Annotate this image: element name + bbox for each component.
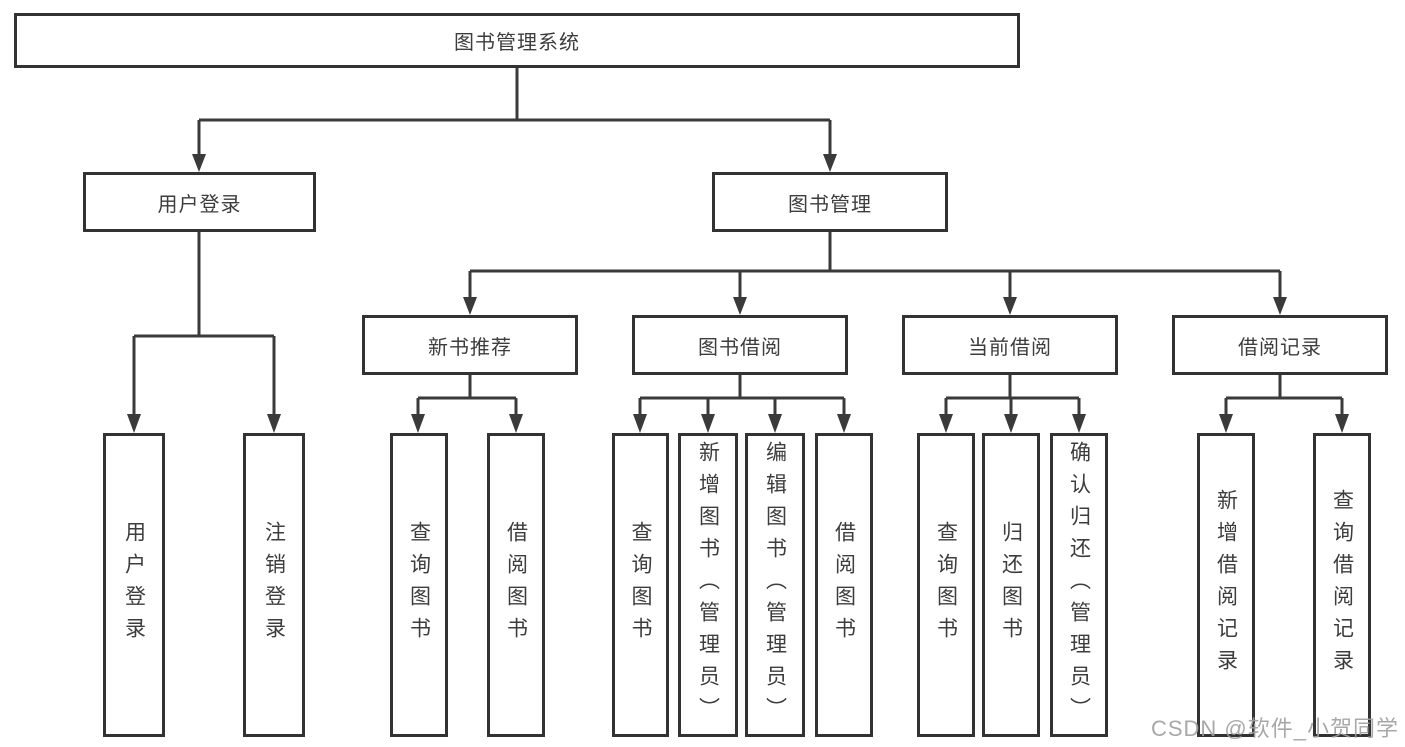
node-current-borrowing: 当前借阅 [902, 315, 1118, 375]
connector-line [132, 232, 276, 419]
arrow-down-icon [633, 414, 851, 433]
connector-line [944, 375, 1081, 419]
arrow-down-icon [939, 414, 1086, 433]
leaf-query-books-2: 查询图书 [612, 433, 669, 737]
leaf-add-borrow-record: 新增借阅记录 [1197, 433, 1255, 737]
node-label: 图书借阅 [698, 336, 782, 359]
connector-line [468, 232, 1282, 300]
leaf-user-login: 用户登录 [103, 433, 165, 737]
leaf-confirm-return-admin: 确认归还（管理员） [1050, 433, 1108, 737]
leaf-label: 查询图书 [629, 521, 652, 649]
node-new-book-recommendation: 新书推荐 [362, 315, 578, 375]
arrow-down-icon [127, 414, 281, 433]
leaf-label: 编辑图书（管理员） [763, 441, 787, 729]
leaf-label: 查询图书 [934, 521, 958, 649]
watermark: CSDN @软件_小贺同学 [1150, 716, 1399, 741]
leaf-label: 归还图书 [999, 521, 1023, 649]
leaf-label: 新增图书（管理员） [696, 441, 720, 729]
leaf-borrow-books-1: 借阅图书 [487, 433, 545, 737]
node-book-borrowing: 图书借阅 [632, 315, 848, 375]
leaf-label: 确认归还（管理员） [1067, 441, 1091, 729]
leaf-label: 借阅图书 [504, 521, 528, 649]
leaf-label: 借阅图书 [832, 521, 856, 649]
leaf-query-books-3: 查询图书 [917, 433, 975, 737]
connector-line [1224, 375, 1344, 419]
leaf-logout: 注销登录 [243, 433, 305, 737]
node-user-login: 用户登录 [83, 172, 316, 232]
node-label: 图书管理 [788, 193, 872, 216]
node-book-management: 图书管理 [712, 172, 948, 232]
leaf-edit-books-admin: 编辑图书（管理员） [745, 433, 805, 737]
arrow-down-icon [463, 297, 1287, 315]
node-library-management-system: 图书管理系统 [14, 13, 1020, 68]
node-label: 图书管理系统 [454, 32, 580, 54]
node-label: 当前借阅 [968, 336, 1052, 359]
leaf-add-books-admin: 新增图书（管理员） [678, 433, 738, 737]
arrow-down-icon [1219, 414, 1349, 433]
leaf-label: 用户登录 [122, 521, 146, 649]
connector-line [416, 375, 518, 419]
node-label: 借阅记录 [1238, 336, 1322, 359]
leaf-label: 查询借阅记录 [1330, 489, 1354, 681]
node-borrowing-records: 借阅记录 [1172, 315, 1388, 375]
node-label: 新书推荐 [428, 336, 512, 359]
leaf-label: 注销登录 [262, 521, 286, 649]
leaf-return-books: 归还图书 [982, 433, 1040, 737]
leaf-label: 查询图书 [407, 521, 431, 649]
leaf-query-borrow-record: 查询借阅记录 [1313, 433, 1371, 737]
node-label: 用户登录 [157, 193, 242, 216]
connector-line [197, 68, 832, 158]
connector-line [638, 375, 846, 419]
arrow-down-icon [411, 414, 523, 433]
leaf-label: 新增借阅记录 [1214, 489, 1238, 681]
leaf-query-books-1: 查询图书 [390, 433, 448, 737]
arrow-down-icon [192, 154, 837, 172]
leaf-borrow-books-2: 借阅图书 [815, 433, 873, 737]
